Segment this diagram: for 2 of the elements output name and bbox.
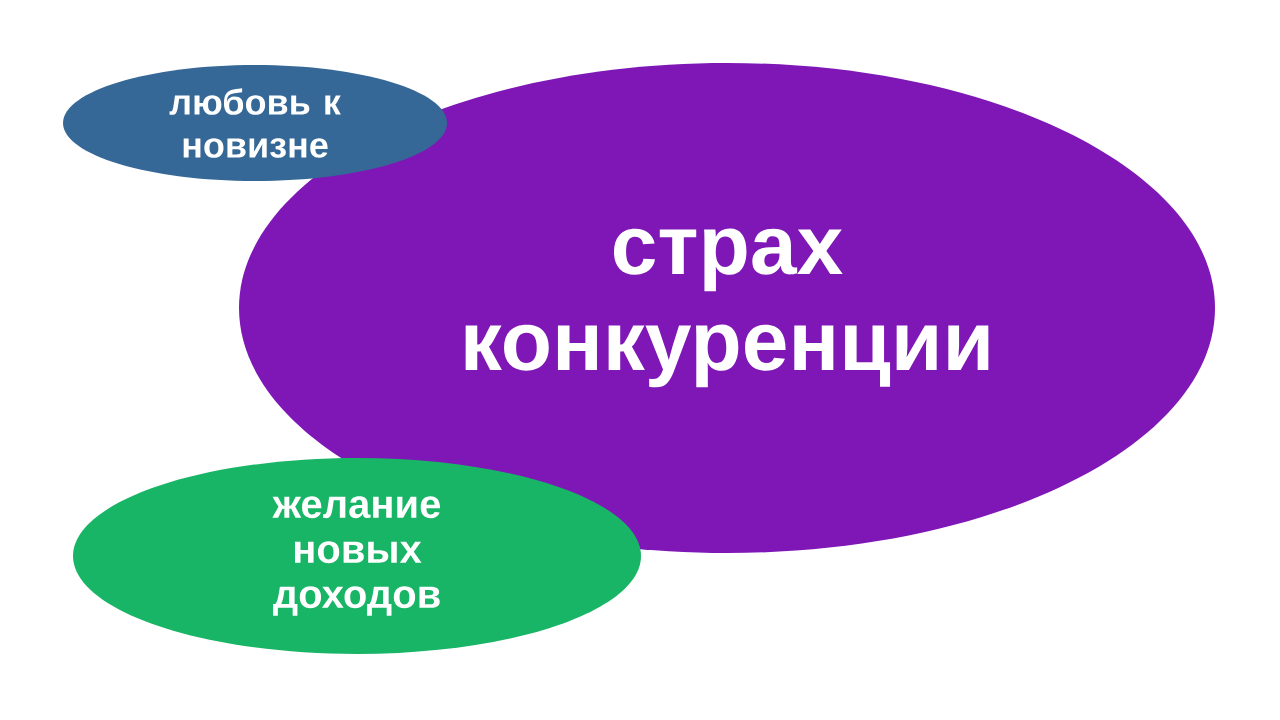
ellipse-node: любовь к новизне (63, 65, 447, 181)
ellipse-node: желание новых доходов (73, 458, 641, 654)
